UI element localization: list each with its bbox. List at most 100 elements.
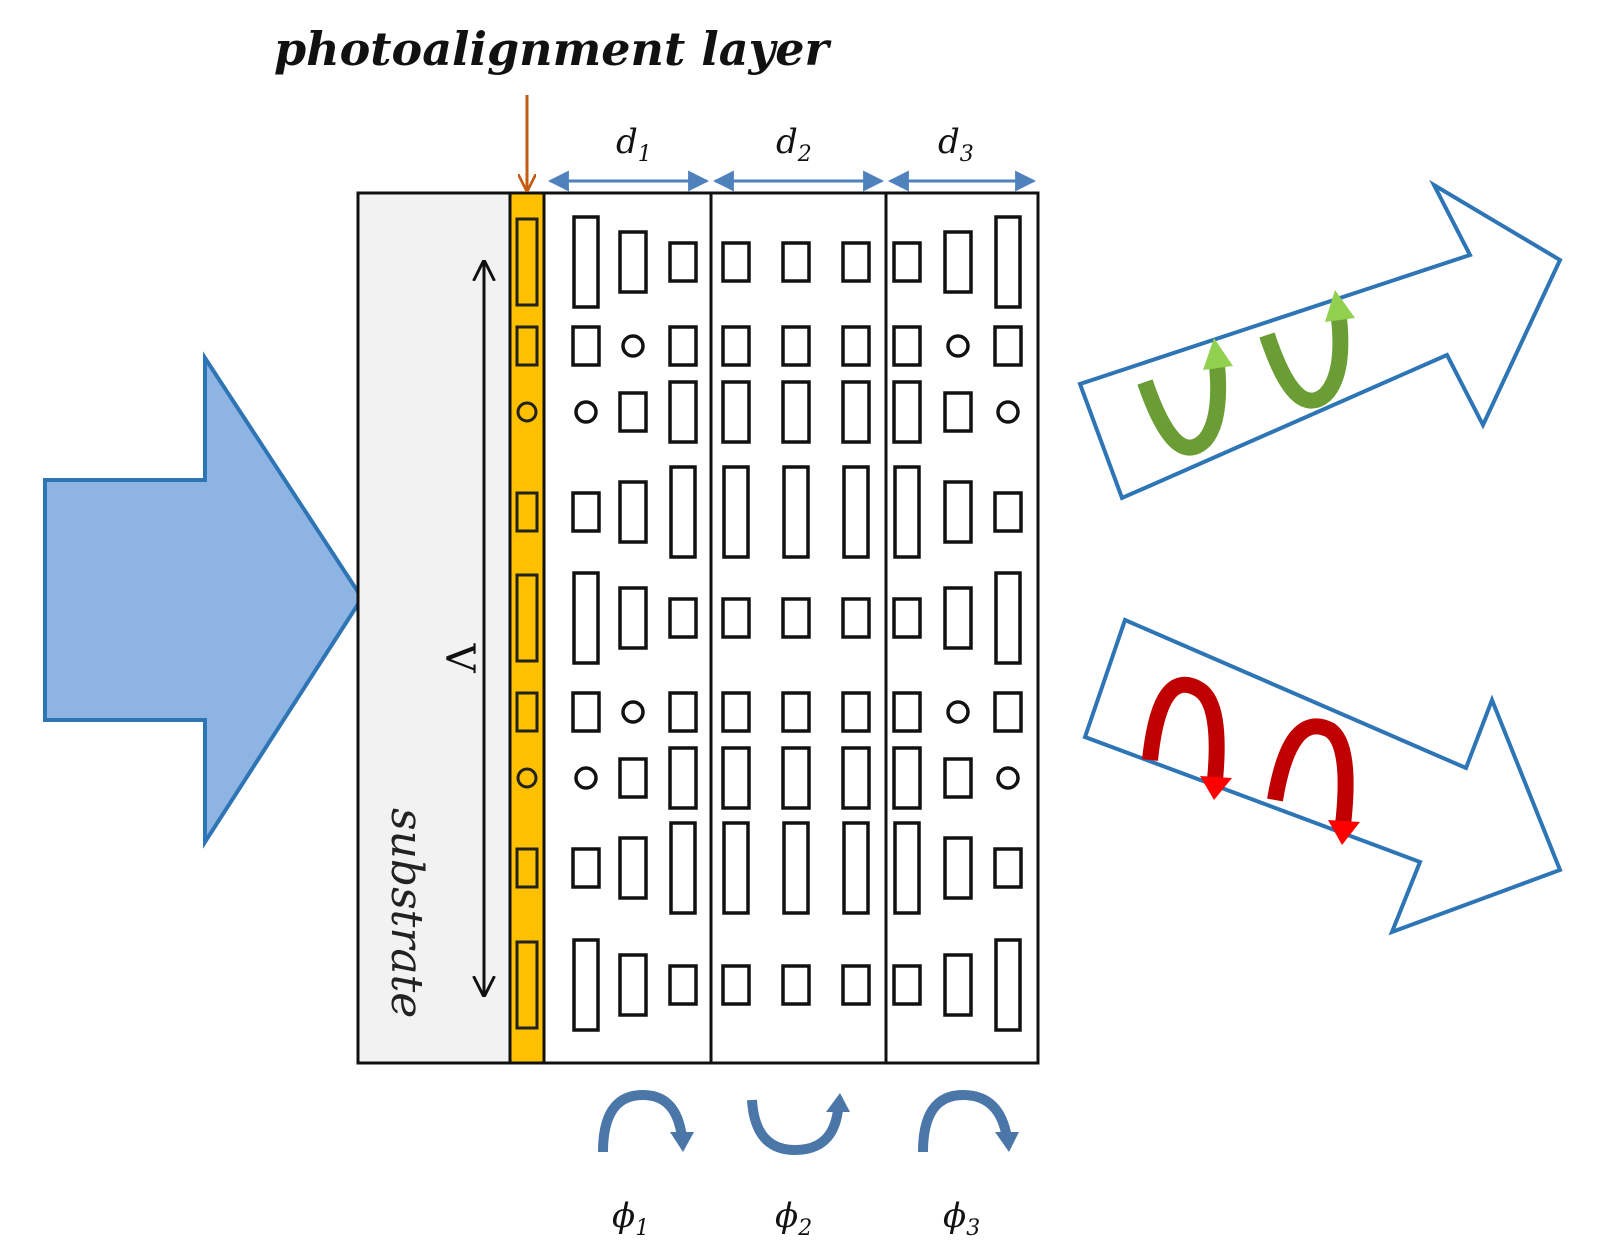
photoalignment-molecule: [516, 401, 538, 423]
lc-molecule: [892, 746, 922, 810]
lc-molecule: [721, 746, 751, 810]
input-beam-arrow-icon: [43, 351, 365, 849]
lc-molecule: [669, 821, 697, 915]
lc-molecule: [943, 391, 973, 433]
photoalignment-molecule: [515, 217, 539, 307]
lc-molecule: [618, 480, 648, 544]
lc-molecule: [722, 465, 750, 559]
phase-arrow-2-circular-arrow-icon: [747, 1093, 850, 1156]
lc-molecule: [721, 964, 751, 1006]
lc-molecule: [618, 391, 648, 433]
lc-molecule: [943, 836, 973, 900]
lc-molecule: [668, 597, 698, 639]
lc-molecule: [892, 241, 922, 283]
lc-molecule: [993, 325, 1023, 367]
lc-molecule: [996, 766, 1020, 790]
lc-molecule: [892, 691, 922, 733]
lc-molecule: [994, 938, 1022, 1032]
photoalignment-molecule: [515, 573, 539, 663]
lc-molecule: [571, 691, 601, 733]
phase-arrow-1-circular-arrow-icon: [598, 1089, 694, 1153]
lc-molecule: [721, 691, 751, 733]
photoalignment-molecule: [515, 491, 539, 533]
photoalignment-molecule: [515, 325, 539, 367]
lc-molecule: [892, 597, 922, 639]
lc-molecule: [618, 836, 648, 900]
lc-molecule: [721, 241, 751, 283]
lc-molecule: [571, 325, 601, 367]
lc-molecule: [721, 597, 751, 639]
lc-molecule: [842, 465, 870, 559]
liquid-crystal-molecules: [571, 215, 1023, 1032]
right-circular-polarization-icon: [1142, 677, 1360, 845]
lc-molecule: [668, 746, 698, 810]
lc-molecule: [668, 380, 698, 444]
lc-molecule: [571, 491, 601, 533]
lc-molecule: [721, 325, 751, 367]
lc-molecule: [781, 380, 811, 444]
lc-molecule: [943, 757, 973, 799]
lc-cell: [542, 191, 1040, 1065]
lc-molecule: [993, 847, 1023, 889]
photoalignment-molecule: [515, 847, 539, 889]
photoalignment-elements: [515, 217, 539, 1030]
lc-molecule: [893, 821, 921, 915]
lc-molecule: [841, 325, 871, 367]
lc-molecule: [621, 334, 645, 358]
left-circular-polarization-icon: [1137, 290, 1355, 456]
lc-molecule: [781, 746, 811, 810]
substrate: [356, 191, 512, 1065]
substrate-label: substrate: [381, 808, 432, 1018]
lc-molecule: [618, 757, 648, 799]
photoalignment-molecule: [515, 940, 539, 1030]
lc-molecule: [892, 325, 922, 367]
phase-arrow-3-circular-arrow-icon: [918, 1089, 1019, 1153]
thickness-label-d1: d1: [616, 122, 652, 167]
photoalignment-molecule: [515, 691, 539, 733]
lc-molecule: [943, 586, 973, 650]
lc-molecule: [574, 766, 598, 790]
thickness-label-d3: d3: [938, 122, 974, 167]
lc-molecule: [781, 597, 811, 639]
photoalignment-label: photoalignment layer: [274, 22, 833, 76]
lc-molecule: [618, 230, 648, 294]
lc-molecule: [893, 465, 921, 559]
lc-molecule: [668, 691, 698, 733]
lc-molecule: [993, 691, 1023, 733]
lc-molecule: [841, 597, 871, 639]
lc-molecule: [993, 491, 1023, 533]
lc-molecule: [946, 334, 970, 358]
thickness-label-d2: d2: [776, 122, 812, 167]
lc-molecule: [994, 215, 1022, 309]
lc-molecule: [572, 571, 600, 665]
phase-label-phi2: ϕ2: [775, 1196, 812, 1241]
phase-label-phi3: ϕ3: [943, 1196, 980, 1241]
lc-molecule: [669, 465, 697, 559]
lc-molecule: [781, 241, 811, 283]
lc-molecule: [618, 953, 648, 1017]
lc-molecule: [574, 400, 598, 424]
lc-molecule: [943, 230, 973, 294]
lc-molecule: [781, 964, 811, 1006]
lc-molecule: [668, 964, 698, 1006]
lc-molecule: [668, 325, 698, 367]
lc-molecule: [842, 821, 870, 915]
lc-molecule: [943, 953, 973, 1017]
lc-molecule: [722, 821, 750, 915]
lc-molecule: [892, 380, 922, 444]
lc-molecule: [571, 847, 601, 889]
lc-molecule: [892, 964, 922, 1006]
lc-molecule: [996, 400, 1020, 424]
lc-molecule: [572, 938, 600, 1032]
lc-molecule: [782, 465, 810, 559]
lc-molecule: [782, 821, 810, 915]
lc-molecule: [572, 215, 600, 309]
phase-label-phi1: ϕ1: [612, 1196, 649, 1241]
lc-molecule: [841, 746, 871, 810]
lc-molecule: [618, 586, 648, 650]
lc-molecule: [841, 691, 871, 733]
lc-molecule: [781, 691, 811, 733]
lc-molecule: [946, 700, 970, 724]
lc-molecule: [841, 380, 871, 444]
